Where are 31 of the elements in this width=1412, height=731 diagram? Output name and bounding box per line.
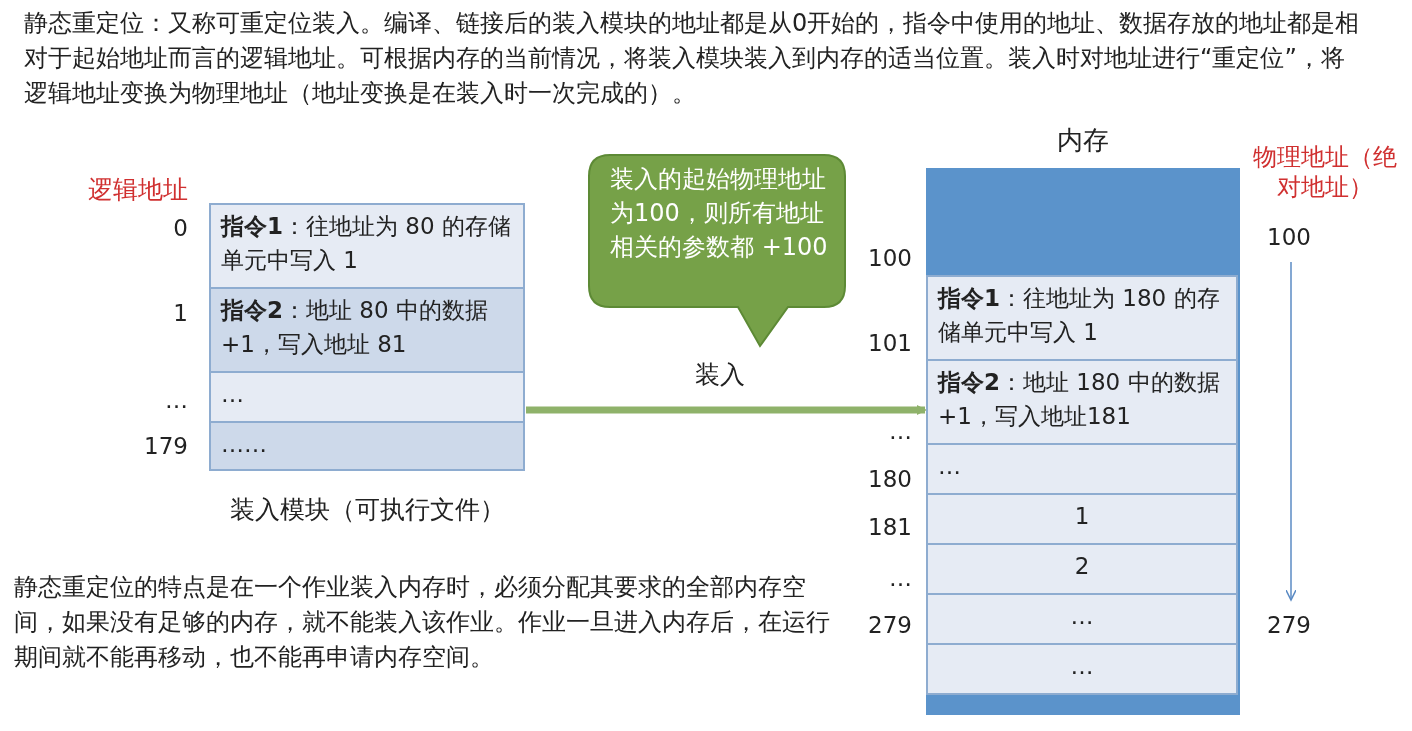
description-text: 静态重定位的特点是在一个作业装入内存时，必须分配其要求的全部内存空间，如果没有足够的内存，就不能装入该作业。作业一旦进入内存后，在运行期间就不能再移动，也不能再申请内存空间。 — [14, 572, 831, 673]
memory-cell: 指令2：地址 80 中的数据+1，写入地址 81 — [209, 287, 525, 373]
memory-cell: 指令1：往地址为 180 的存储单元中写入 1 — [926, 275, 1238, 361]
address-number: 0 — [172, 214, 188, 243]
axis-heading: 逻辑地址 — [88, 175, 189, 205]
address-number: 100 — [1266, 223, 1312, 252]
memory-cell: … — [926, 593, 1238, 645]
memory-cell: … — [926, 643, 1238, 695]
memory-cell: …… — [209, 421, 525, 471]
callout-text: 装入的起始物理地址为100，则所有地址相关的参数都 +100 — [610, 164, 828, 263]
address-number: 279 — [867, 611, 912, 640]
address-number: … — [888, 564, 912, 593]
address-number: 279 — [1266, 611, 1312, 640]
address-number: 101 — [867, 329, 912, 358]
address-number: 181 — [867, 513, 912, 542]
address-number: 1 — [172, 299, 188, 328]
axis-heading: 物理地址（绝对地址） — [1252, 142, 1398, 202]
address-number: … — [888, 417, 912, 446]
memory-cell: 1 — [926, 493, 1238, 545]
node-label: 装入模块（可执行文件） — [228, 495, 506, 525]
memory-cell: 指令2：地址 180 中的数据+1，写入地址181 — [926, 359, 1238, 445]
memory-cell: 指令1：往地址为 80 的存储单元中写入 1 — [209, 203, 525, 289]
address-number: 179 — [143, 432, 188, 461]
address-number: 100 — [867, 244, 912, 273]
memory-cell: 2 — [926, 543, 1238, 595]
description-text: 静态重定位：又称可重定位装入。编译、链接后的装入模块的地址都是从0开始的，指令中使用的地址、数据存放的地址都是相对于起始地址而言的逻辑地址。可根据内存的当前情况，将装入模块装入到内存的适当位置。装入时对地址进行“重定位”，将逻辑地址变换为物理地址（地址变换是在装入时一次完成的）。 — [24, 8, 1361, 109]
memory-heading: 内存 — [1056, 125, 1110, 155]
memory-cell: … — [926, 443, 1238, 495]
address-number: … — [164, 386, 188, 415]
memory-cell: … — [209, 371, 525, 423]
address-number: 180 — [867, 465, 912, 494]
